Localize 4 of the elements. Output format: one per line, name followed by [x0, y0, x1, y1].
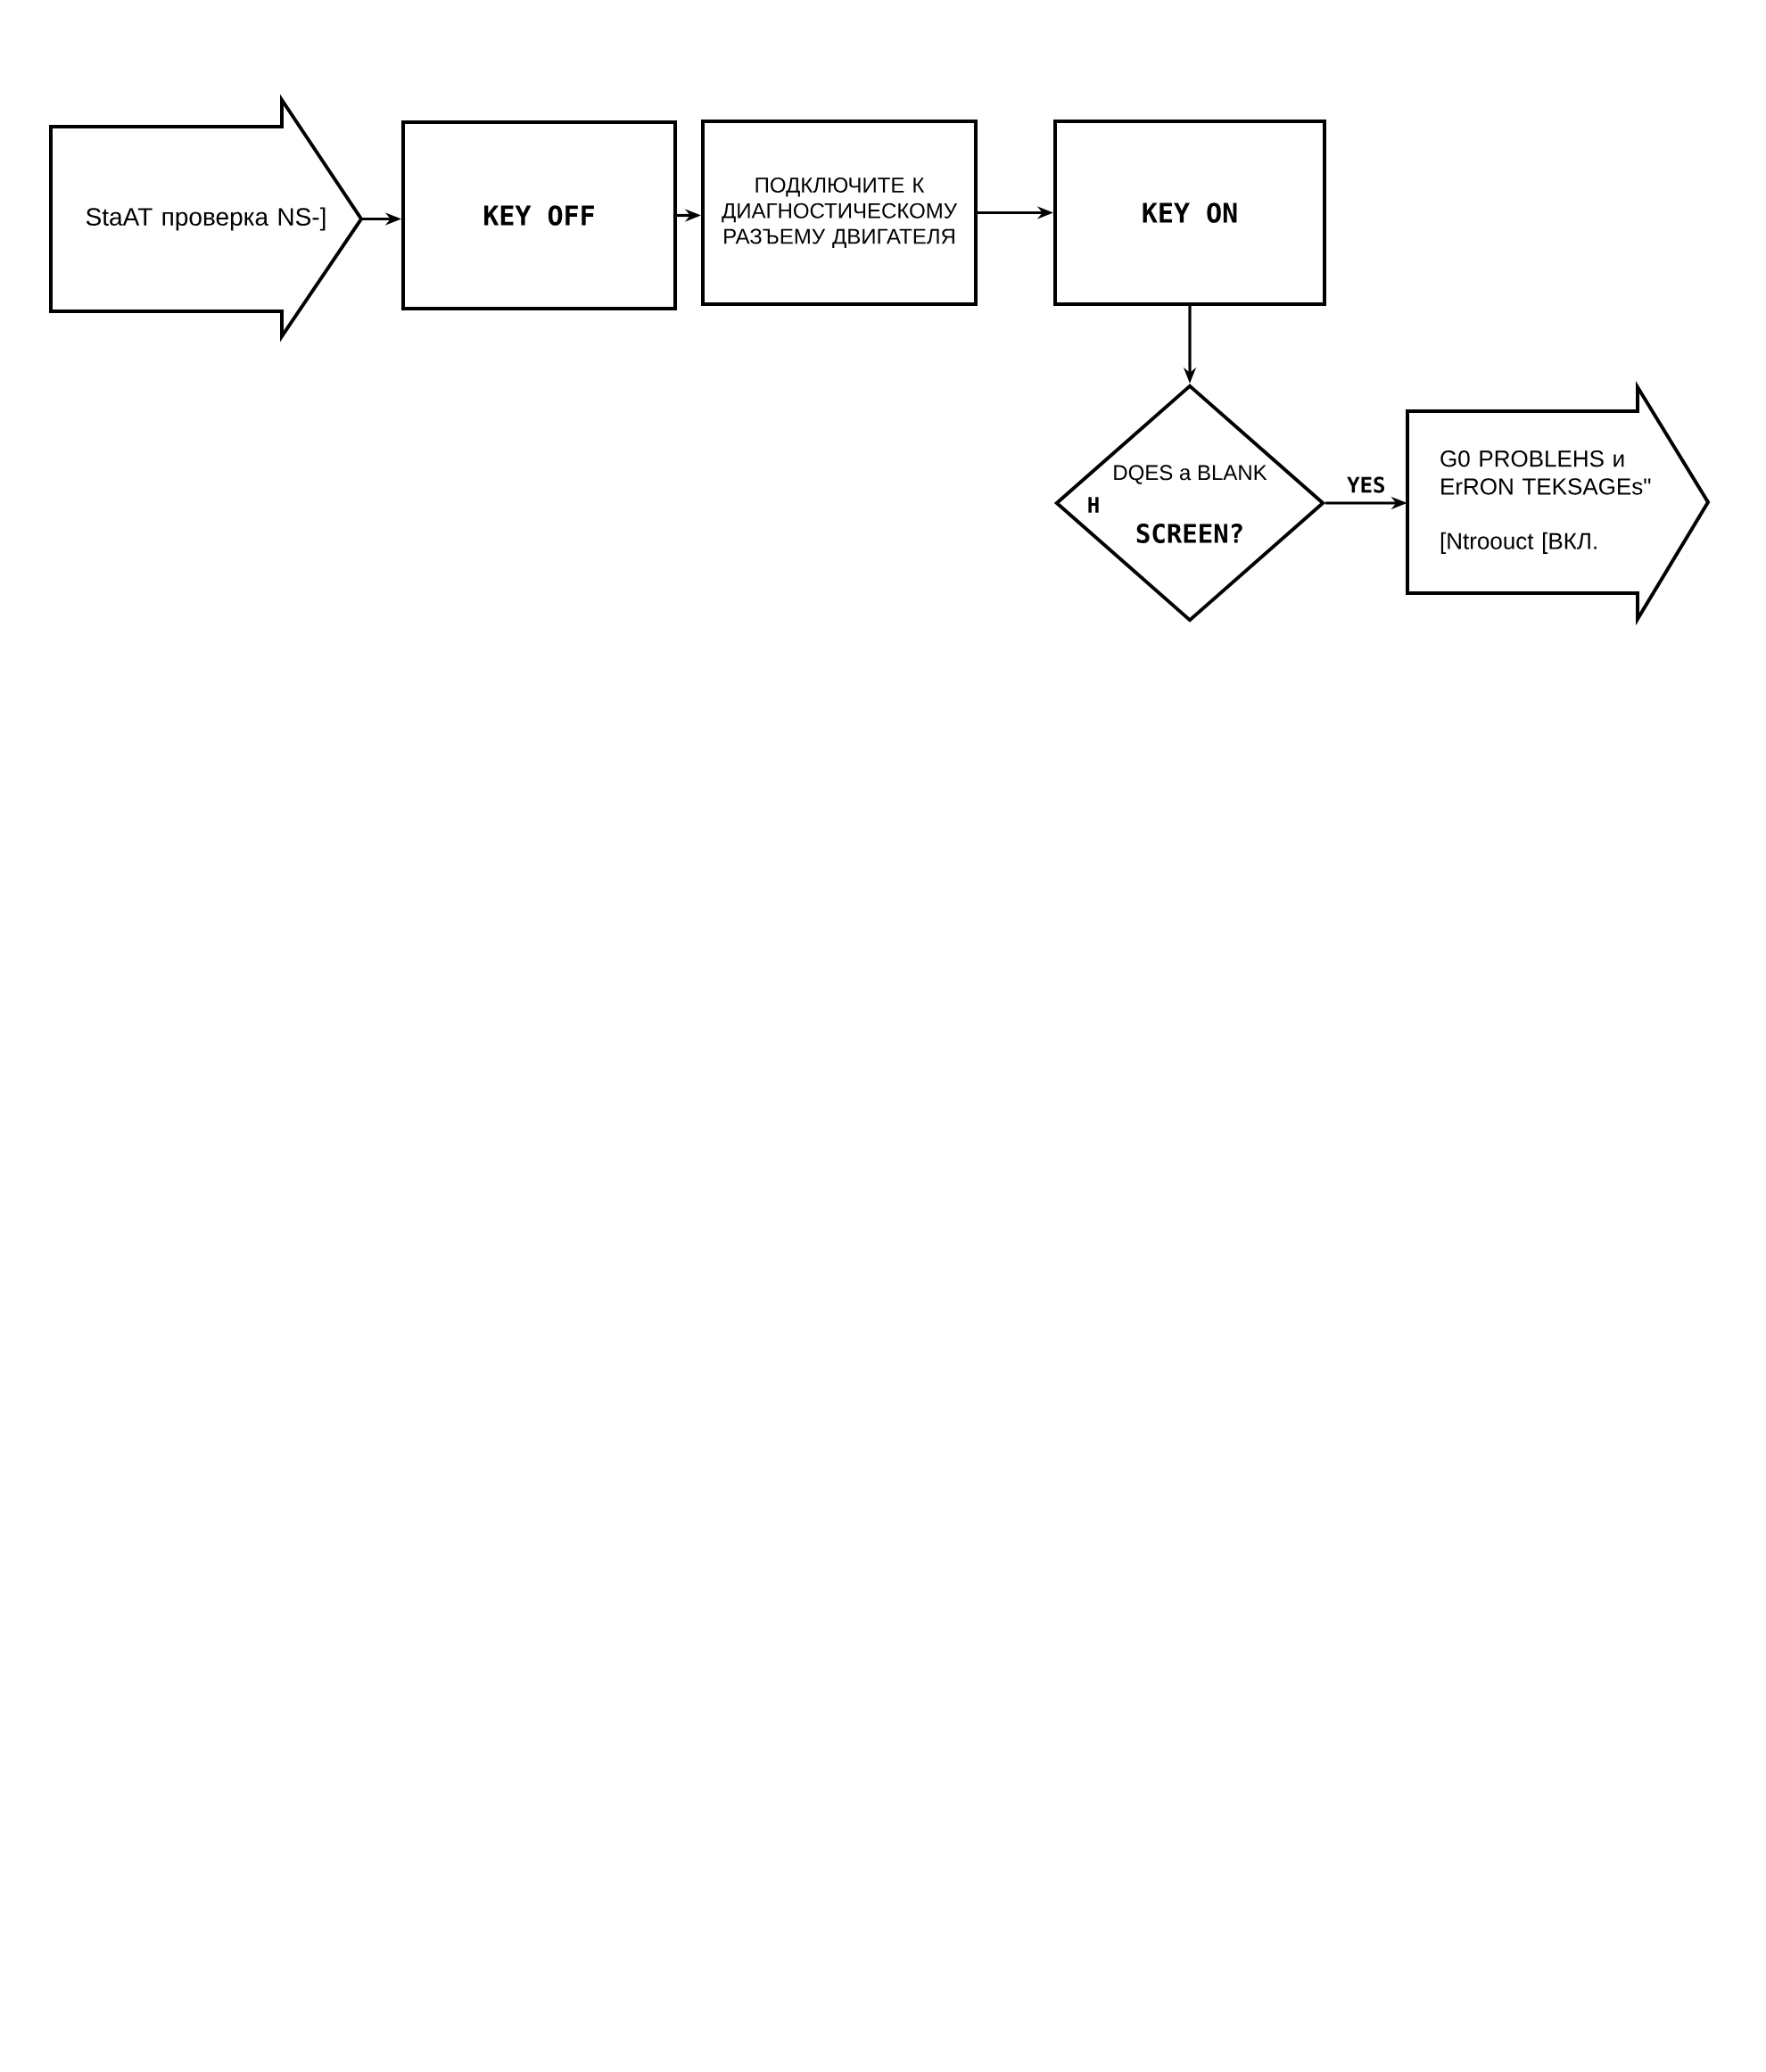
edge-label: YES — [1344, 474, 1389, 496]
process-box: KEY ON — [1053, 120, 1326, 306]
process-box: ПОДКЛЮЧИТЕ К ДИАГНОСТИЧЕСКОМУ РАЗЪЕМУ ДВИГАТЕЛЯ — [701, 120, 978, 306]
process-box: KEY OFF — [401, 120, 677, 310]
